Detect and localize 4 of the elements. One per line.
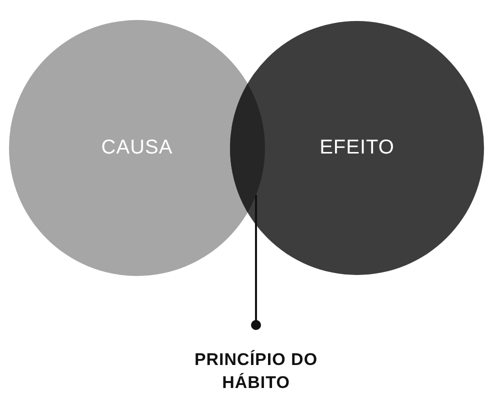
callout-label: PRINCÍPIO DO HÁBITO bbox=[193, 349, 319, 394]
circle-label: EFEITO bbox=[320, 136, 394, 160]
leader-line bbox=[251, 195, 261, 330]
circle-label: CAUSA bbox=[101, 136, 173, 160]
